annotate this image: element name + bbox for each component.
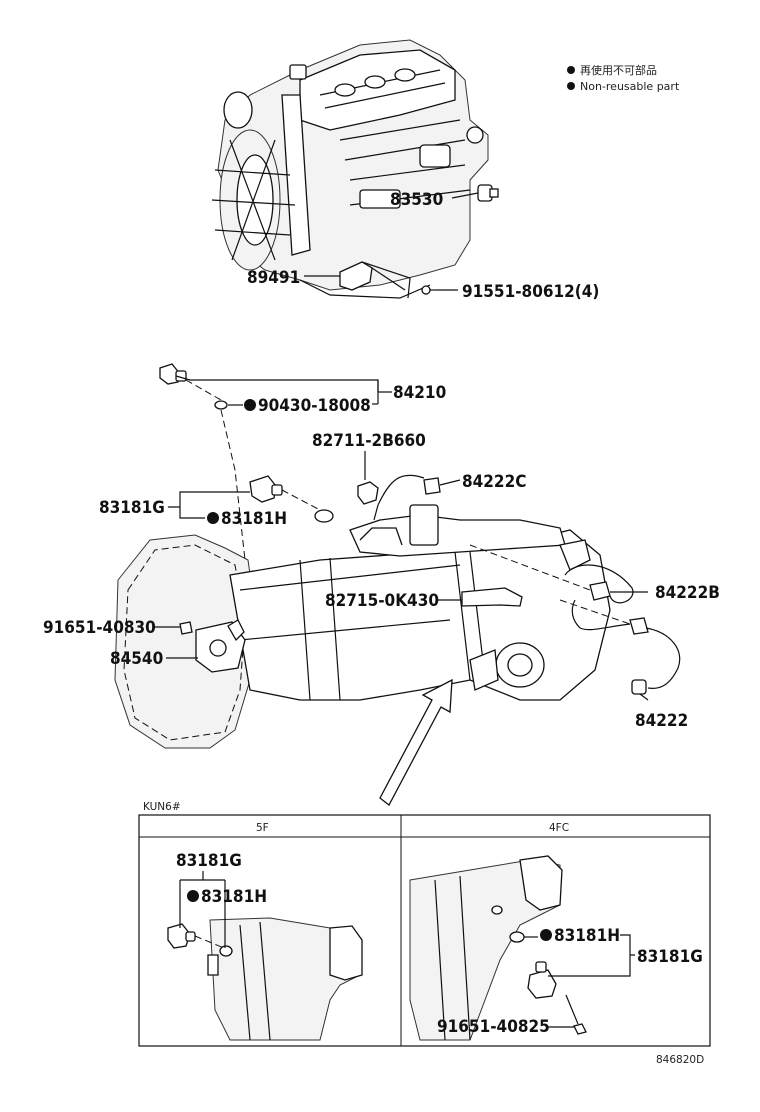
label-91651-40830: 91651-40830 — [43, 618, 156, 638]
engine-callouts: 83530 89491 91551-80612(4) — [247, 190, 599, 302]
label-91551: 91551-80612(4) — [462, 282, 599, 302]
non-reusable-dot-icon — [207, 512, 219, 524]
non-reusable-dot-icon — [567, 66, 575, 74]
label-89491: 89491 — [247, 268, 300, 288]
label-84540: 84540 — [110, 649, 163, 669]
label-83530: 83530 — [390, 190, 443, 210]
inset-label-5f-83181H: 83181H — [201, 887, 267, 907]
label-83181G: 83181G — [99, 498, 165, 518]
transmission-parts — [159, 363, 681, 695]
inset-title: KUN6# — [143, 801, 181, 813]
inset-label-4fc-83181H: 83181H — [554, 926, 620, 946]
label-90430: 90430-18008 — [258, 396, 371, 416]
inset-kun6: KUN6# 5F 4FC 83181G 83181H 83181H 831 — [138, 801, 711, 1047]
non-reusable-dot-icon — [540, 929, 552, 941]
label-84222C: 84222C — [462, 472, 526, 492]
legend: 再使用不可部品 Non-reusable part — [567, 63, 680, 93]
inset-label-5f-83181G: 83181G — [176, 851, 242, 871]
non-reusable-dot-icon — [567, 82, 575, 90]
label-84222B: 84222B — [655, 583, 720, 603]
engine-illustration — [211, 39, 499, 299]
label-84210: 84210 — [393, 383, 446, 403]
non-reusable-dot-icon — [244, 399, 256, 411]
label-82711: 82711-2B660 — [312, 431, 426, 451]
non-reusable-dot-icon — [187, 890, 199, 902]
figure-id: 846820D — [656, 1054, 704, 1066]
label-83181H: 83181H — [221, 509, 287, 529]
legend-en: Non-reusable part — [580, 80, 680, 93]
legend-jp: 再使用不可部品 — [580, 63, 657, 77]
view-arrow-icon — [379, 678, 453, 806]
label-82715: 82715-0K430 — [325, 591, 439, 611]
transmission-callouts: 84210 90430-18008 82711-2B660 84222C 831… — [43, 375, 720, 731]
label-84222: 84222 — [635, 711, 688, 731]
inset-label-4fc-91651: 91651-40825 — [437, 1017, 550, 1037]
inset-header-5f: 5F — [256, 822, 269, 834]
inset-header-4fc: 4FC — [549, 822, 569, 834]
inset-frame — [138, 814, 711, 1047]
transmission-illustration — [114, 504, 611, 749]
inset-label-4fc-83181G: 83181G — [637, 947, 703, 967]
